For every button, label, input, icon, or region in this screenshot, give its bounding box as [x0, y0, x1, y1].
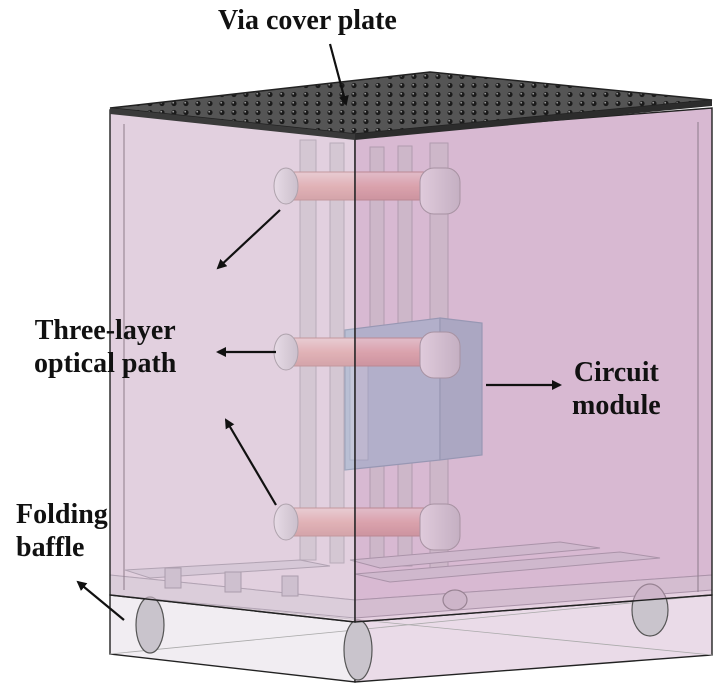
arrow-optical-path-bottom: [224, 418, 277, 506]
arrow-folding-baffle: [76, 580, 125, 621]
circuit-module-label-line2: module: [572, 390, 661, 421]
folding-baffle-label-line1: Folding: [16, 499, 108, 530]
optical-path-label-line1: Three-layer: [34, 315, 176, 346]
optical-path-label: Three-layer optical path: [34, 314, 176, 380]
circuit-module-label: Circuit module: [572, 356, 661, 422]
optical-path-label-line2: optical path: [34, 348, 177, 379]
arrow-via-cover-plate: [328, 43, 349, 106]
circuit-module-label-line1: Circuit: [573, 357, 659, 388]
via-cover-plate-label: Via cover plate: [218, 5, 397, 36]
annotation-arrows: [76, 43, 562, 621]
folding-baffle-label-line2: baffle: [16, 532, 85, 563]
via-cover-plate: [109, 71, 713, 140]
casing-front: [109, 107, 713, 623]
arrow-optical-path-top: [216, 209, 281, 270]
folding-baffle-label: Folding baffle: [16, 498, 108, 564]
